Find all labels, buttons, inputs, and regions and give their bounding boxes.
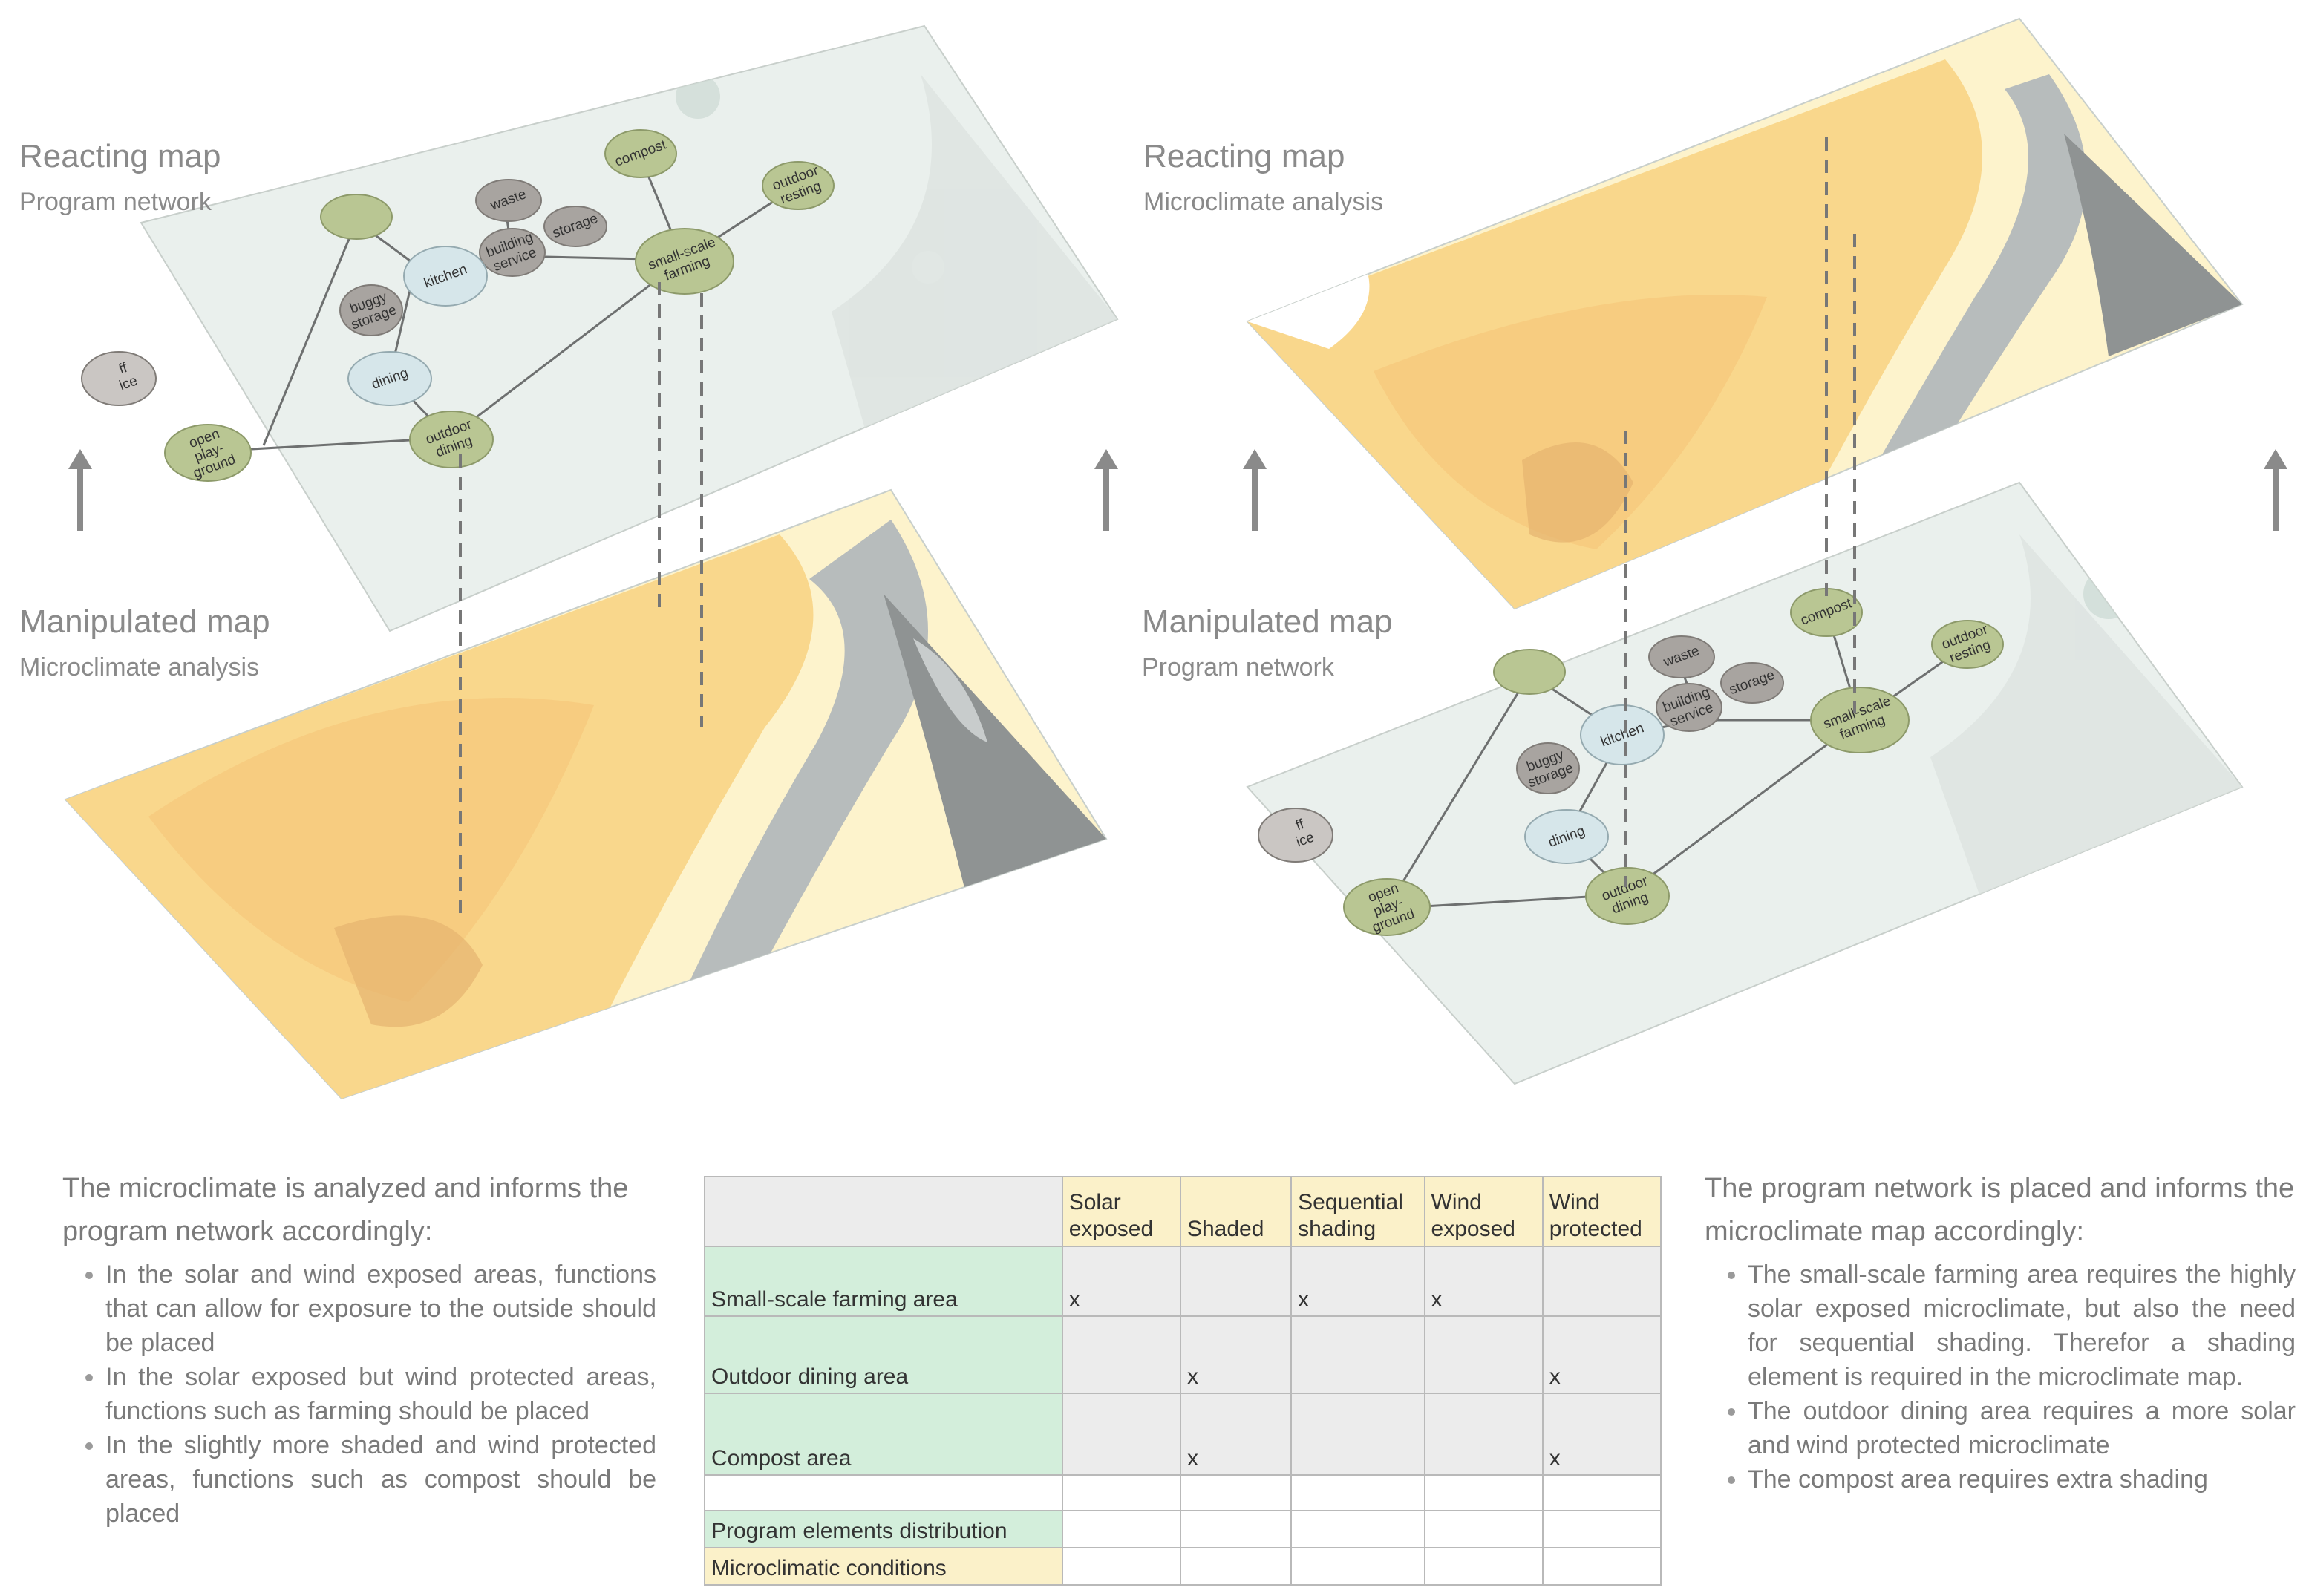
table-cell	[1541, 1246, 1662, 1317]
arrow-up-icon	[68, 449, 92, 531]
right-bullet: The compost area requires extra shading	[1748, 1462, 2296, 1497]
arrow-up-icon	[2264, 449, 2287, 531]
table-cell	[1061, 1315, 1181, 1394]
arrow-up-icon	[1243, 449, 1267, 531]
right-bullet: The outdoor dining area requires a more …	[1748, 1394, 2296, 1462]
right-top-map	[1246, 17, 2244, 610]
row-label: Outdoor dining area	[704, 1315, 1063, 1394]
row-label: Small-scale farming area	[704, 1246, 1063, 1317]
node-waste	[1648, 635, 1715, 678]
right-description: The program network is placed and inform…	[1705, 1167, 2296, 1497]
node-buggy-storage	[339, 284, 403, 336]
table-row: Compost area x x	[704, 1393, 1662, 1476]
panel-titles: Reacting map Program network Manipulated…	[19, 138, 1393, 681]
up-arrows	[68, 449, 2287, 531]
node-building-service	[1656, 683, 1722, 732]
node-dining	[347, 351, 432, 406]
left-top-title: Reacting map	[19, 138, 221, 174]
node-outdoor-resting	[762, 161, 835, 210]
node-staff-service	[81, 351, 157, 406]
table-cell	[1179, 1246, 1293, 1317]
node-building-service	[479, 228, 546, 277]
row-label: Compost area	[704, 1393, 1063, 1476]
node-storage	[1720, 662, 1784, 704]
table-cell: x	[1179, 1393, 1293, 1476]
node-buggy-storage	[1516, 742, 1580, 794]
dashed-connectors	[459, 137, 1856, 913]
left-description-heading: The microclimate is analyzed and informs…	[62, 1173, 629, 1247]
table-cell: x	[1061, 1246, 1181, 1317]
right-description-heading: The program network is placed and inform…	[1705, 1173, 2295, 1247]
legend-row: Microclimatic conditions	[704, 1547, 1662, 1586]
left-bullet: In the solar exposed but wind protected …	[105, 1360, 656, 1428]
table-cell: x	[1423, 1246, 1544, 1317]
node-open-playground	[164, 424, 252, 482]
column-header: Sequential shading	[1290, 1176, 1425, 1247]
left-bullet: In the slightly more shaded and wind pro…	[105, 1428, 656, 1531]
left-bottom-title: Manipulated map	[19, 604, 270, 640]
legend-microclimatic-conditions: Microclimatic conditions	[704, 1547, 1063, 1586]
node-dining	[1524, 809, 1609, 864]
node-kitchen	[403, 246, 488, 307]
left-description: The microclimate is analyzed and informs…	[62, 1167, 656, 1531]
program-climate-table: Solar exposed Shaded Sequential shading …	[704, 1176, 1662, 1586]
table-row: Outdoor dining area x x	[704, 1315, 1662, 1394]
node-small-scale-farming	[635, 228, 734, 295]
left-top-subtitle: Program network	[19, 188, 212, 216]
right-top-title: Reacting map	[1143, 138, 1345, 174]
table-cell	[1290, 1393, 1425, 1476]
left-network-nodes	[81, 129, 835, 482]
left-bullet: In the solar and wind exposed areas, fun…	[105, 1257, 656, 1360]
node-outdoor-dining	[1585, 867, 1670, 925]
table-cell: x	[1541, 1315, 1662, 1394]
right-bullet: The small-scale farming area requires th…	[1748, 1257, 2296, 1394]
table-cell	[1423, 1393, 1544, 1476]
left-bottom-subtitle: Microclimate analysis	[19, 653, 259, 681]
node-outdoor-resting	[1931, 620, 2004, 669]
right-bottom-subtitle: Program network	[1142, 653, 1335, 681]
node-open-playground	[1343, 878, 1431, 936]
node-outdoor-dining	[409, 411, 494, 468]
table-corner	[704, 1176, 1063, 1247]
right-description-list: The small-scale farming area requires th…	[1705, 1257, 2296, 1497]
right-bottom-map	[1246, 481, 2244, 1085]
table-cell	[1061, 1393, 1181, 1476]
node-waste	[475, 179, 542, 222]
table-cell: x	[1290, 1246, 1425, 1317]
right-bottom-title: Manipulated map	[1142, 604, 1393, 640]
legend-row: Program elements distribution	[704, 1510, 1662, 1548]
right-top-subtitle: Microclimate analysis	[1143, 188, 1383, 216]
table-cell	[1290, 1315, 1425, 1394]
table-header-row: Solar exposed Shaded Sequential shading …	[704, 1176, 1662, 1247]
column-header: Wind protected	[1541, 1176, 1662, 1247]
table-cell	[1423, 1315, 1544, 1394]
legend-program-elements: Program elements distribution	[704, 1510, 1063, 1548]
table-spacer-row	[704, 1474, 1662, 1511]
table-cell: x	[1541, 1393, 1662, 1476]
node-staff-service	[1258, 808, 1333, 863]
table-cell: x	[1179, 1315, 1293, 1394]
arrow-up-icon	[1094, 449, 1118, 531]
node-top-left	[320, 194, 393, 240]
left-bottom-map	[64, 488, 1108, 1100]
node-compost	[604, 129, 677, 178]
column-header: Shaded	[1179, 1176, 1293, 1247]
left-description-list: In the solar and wind exposed areas, fun…	[62, 1257, 656, 1531]
node-storage	[543, 206, 607, 247]
node-kitchen	[1580, 704, 1665, 765]
column-header: Wind exposed	[1423, 1176, 1544, 1247]
node-top-left	[1493, 649, 1566, 695]
right-network-nodes	[1258, 588, 2004, 936]
table-row: Small-scale farming area x x x	[704, 1246, 1662, 1317]
node-small-scale-farming	[1810, 687, 1910, 753]
column-header: Solar exposed	[1061, 1176, 1181, 1247]
left-top-map	[140, 24, 1119, 632]
